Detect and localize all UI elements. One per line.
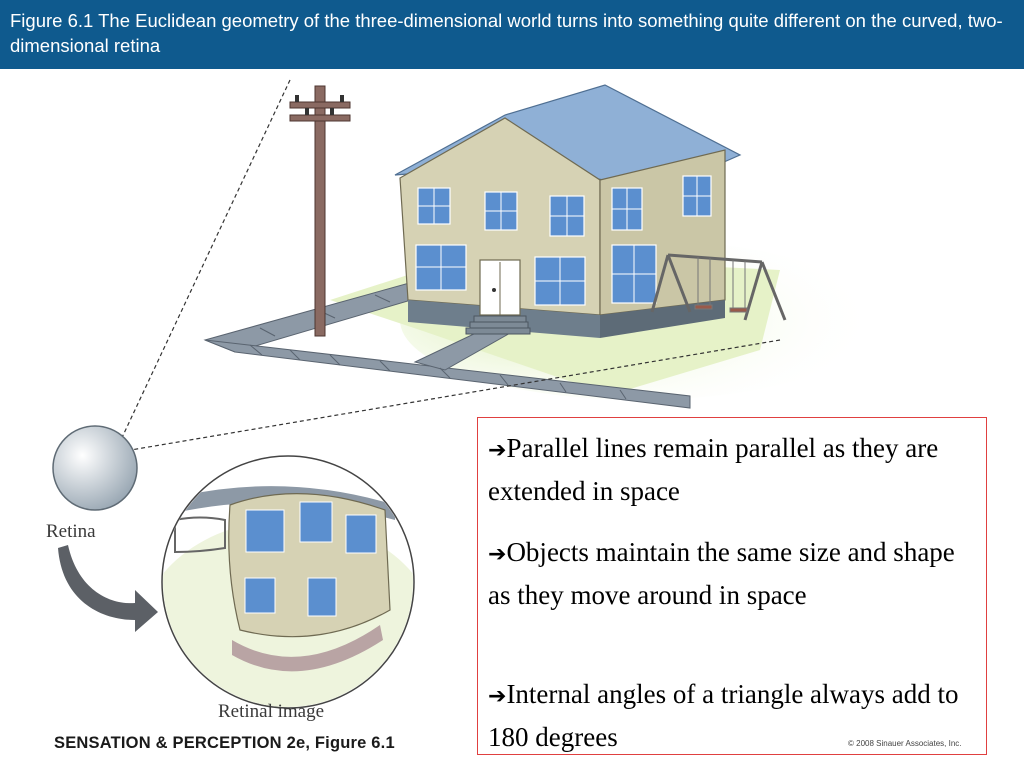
bullet-size-shape: ➔Objects maintain the same size and shap… — [488, 532, 968, 615]
house-foundation-side — [600, 300, 725, 338]
front-door — [479, 259, 521, 316]
retinal-image-label: Retinal image — [218, 701, 324, 722]
bullet-text: Objects maintain the same size and shape… — [488, 537, 955, 610]
figure-caption: SENSATION & PERCEPTION 2e, Figure 6.1 — [54, 734, 395, 752]
eyeball — [52, 425, 138, 511]
arrow-right-icon: ➔ — [488, 438, 507, 463]
bullet-triangle-angles: ➔Internal angles of a triangle always ad… — [488, 674, 968, 757]
front-steps — [465, 315, 531, 335]
swing-seats — [694, 257, 748, 313]
sight-lines — [59, 79, 781, 496]
retina-label: Retina — [46, 521, 96, 542]
window-mullions — [416, 176, 711, 305]
arrow-right-icon: ➔ — [488, 684, 507, 709]
bullet-parallel-lines: ➔Parallel lines remain parallel as they … — [488, 428, 968, 511]
figure-illustration: Retina Retinal image — [46, 79, 880, 722]
title-bar: Figure 6.1 The Euclidean geometry of the… — [0, 0, 1024, 69]
copyright-notice: © 2008 Sinauer Associates, Inc. — [848, 739, 962, 748]
swing-set — [650, 253, 787, 321]
bullet-text: Internal angles of a triangle always add… — [488, 679, 959, 752]
sidewalk-front — [204, 339, 691, 409]
slide-title: Figure 6.1 The Euclidean geometry of the… — [10, 10, 1003, 56]
utility-pole — [289, 85, 351, 337]
curved-arrow — [58, 545, 158, 632]
bullet-text: Parallel lines remain parallel as they a… — [488, 433, 939, 506]
properties-box — [477, 417, 987, 755]
arrow-right-icon: ➔ — [488, 542, 507, 567]
